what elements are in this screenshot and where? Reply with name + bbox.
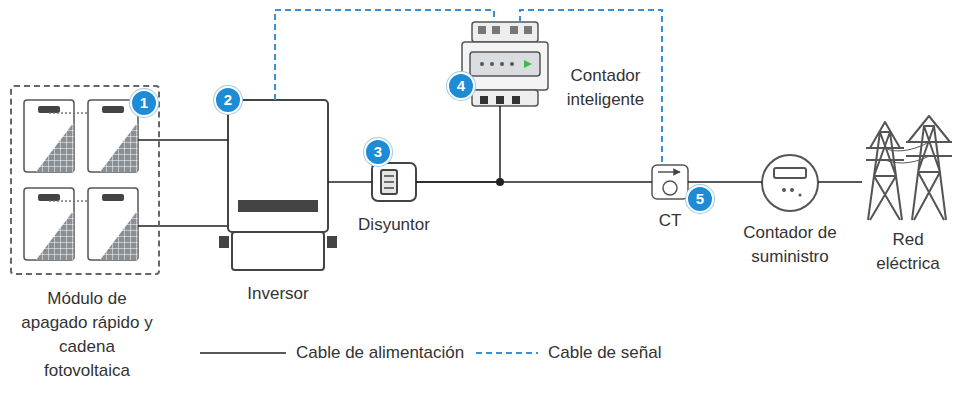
node-label: Contador inteligente [558, 64, 653, 112]
power-cable [688, 181, 762, 183]
legend-line [200, 352, 286, 354]
legend-label: Cable de señal [548, 343, 661, 363]
power-cable [328, 181, 372, 183]
utility-meter: Contador de suministro [762, 155, 818, 211]
power-cable [416, 181, 652, 183]
callout-number: 4 [447, 72, 475, 100]
legend-sample [476, 348, 538, 358]
utility-meter-icon [762, 155, 818, 211]
callout-number: 2 [214, 86, 242, 114]
callout-number: 1 [130, 89, 158, 117]
ct-icon [652, 165, 688, 199]
node-label: Inversor [218, 282, 338, 306]
inverter-icon [219, 100, 337, 270]
inverter: Inversor [228, 100, 328, 270]
breaker-icon [372, 163, 416, 201]
node-label: CT [645, 209, 695, 233]
legend-sample [200, 348, 286, 358]
signal-cable [275, 10, 494, 100]
pv-panels [24, 100, 228, 260]
power-grid: Red eléctrica [862, 120, 954, 220]
power-cable [416, 106, 500, 182]
legend-label: Cable de alimentación [296, 343, 464, 363]
legend-line [476, 352, 538, 354]
callout-number: 5 [686, 185, 714, 213]
node-label: Red eléctrica [864, 228, 952, 276]
breaker: Disyuntor [372, 163, 416, 201]
legend-entry: Cable de alimentación [200, 341, 464, 365]
smart-meter: Contador inteligente [462, 22, 548, 106]
power-cable [818, 181, 862, 183]
legend-entry: Cable de señal [476, 341, 661, 365]
callout-number: 3 [364, 138, 392, 166]
node-label: Contador de suministro [734, 221, 846, 269]
smart-meter-icon [462, 22, 548, 106]
power-cable [160, 139, 228, 141]
signal-cable [520, 10, 662, 165]
pylons-icon [866, 116, 952, 220]
current-transformer: CT [652, 165, 688, 199]
node-label: Módulo de apagado rápido y cadena fotovo… [20, 287, 155, 383]
node-label: Disyuntor [344, 213, 444, 237]
